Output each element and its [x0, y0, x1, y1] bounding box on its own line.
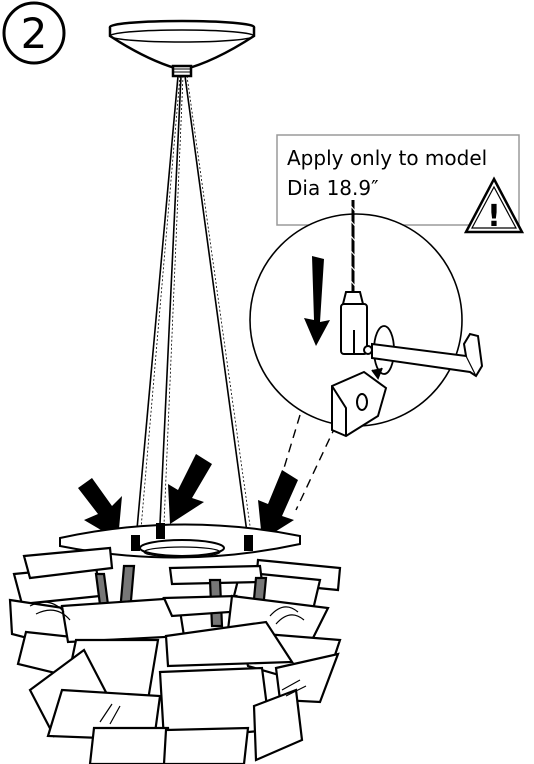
arrow-center [168, 454, 212, 524]
arrow-right [258, 470, 298, 540]
step-circle-icon [2, 1, 66, 65]
hex-key-icon [371, 332, 484, 378]
warning-triangle-icon: ! [463, 176, 525, 234]
detail-magnifier [249, 200, 484, 511]
step-number: 2 [21, 9, 48, 58]
model-note-callout: Apply only to model Dia 18.9″ ! [276, 134, 525, 234]
mount-bracket [331, 370, 388, 438]
shade-top-ring [59, 523, 301, 559]
arrow-left [78, 478, 122, 540]
step-badge: 2 [2, 1, 66, 65]
cable-clamp [340, 291, 373, 355]
callout-line-2: Dia 18.9″ [287, 176, 379, 200]
down-arrow-icon [304, 256, 330, 346]
detail-cable [349, 200, 357, 292]
suspension-wires [135, 75, 253, 541]
shade-leaves [8, 546, 342, 764]
ceiling-canopy [108, 19, 256, 78]
warning-symbol: ! [487, 199, 501, 234]
callout-line-1: Apply only to model [287, 146, 487, 170]
